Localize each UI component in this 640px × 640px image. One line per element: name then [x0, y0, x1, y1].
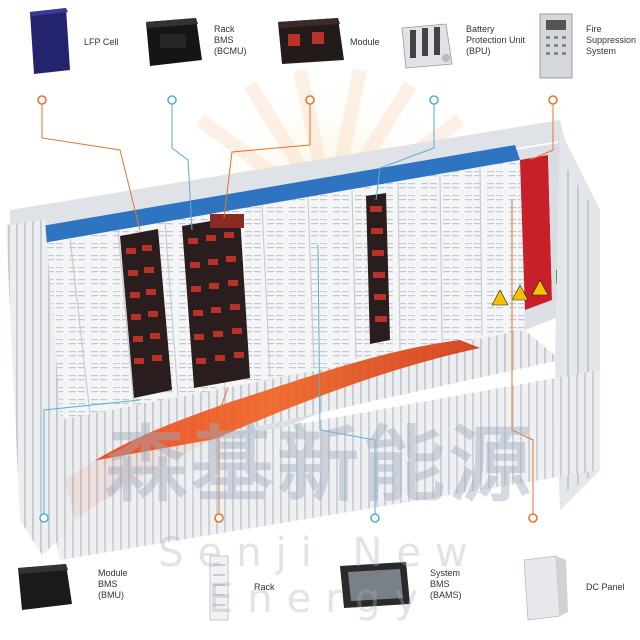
label-bpu: Battery Protection Unit (BPU) — [466, 24, 526, 56]
label-lfp-cell: LFP Cell — [84, 37, 119, 47]
label-fire-suppression: Fire Suppression System — [586, 24, 637, 56]
watermark-chinese: 森基新能源 — [104, 418, 535, 513]
rack-bms-thumbnail — [146, 18, 202, 66]
label-system-bms: System BMS (BAMS) — [430, 568, 462, 600]
battery-module-stack-3 — [366, 193, 390, 344]
container-roof-edge — [10, 120, 565, 232]
fire-suppression-thumbnail — [539, 13, 573, 79]
module-thumbnail — [278, 18, 344, 64]
battery-module-stack-1 — [120, 229, 172, 398]
system-bms-thumbnail — [340, 562, 410, 608]
label-rack-bms: Rack BMS (BCMU) — [214, 24, 247, 56]
connector-lines-bottom — [43, 200, 534, 518]
connector-lines-top — [41, 100, 554, 231]
label-module-bms: Module BMS (BMU) — [98, 568, 128, 600]
watermark-english: Senji New Energy — [158, 530, 482, 622]
module-bms-thumbnail — [18, 564, 72, 610]
label-rack: Rack — [254, 582, 275, 592]
connector-dots-top — [37, 95, 558, 105]
lfp-cell-thumbnail — [30, 8, 70, 74]
label-module: Module — [350, 37, 380, 47]
container-roof-blue — [30, 145, 520, 245]
bpu-thumbnail — [401, 23, 453, 69]
cabinet-dividers — [69, 167, 483, 415]
rack-thumbnail — [209, 555, 229, 621]
fire-suppression-cabinet — [520, 155, 552, 310]
label-dc-panel: DC Panel — [586, 582, 625, 592]
battery-module-stack-2 — [182, 214, 250, 388]
dc-panel-thumbnail — [523, 555, 568, 621]
connector-dots-bottom — [39, 513, 538, 523]
container-front-lower — [42, 370, 600, 560]
